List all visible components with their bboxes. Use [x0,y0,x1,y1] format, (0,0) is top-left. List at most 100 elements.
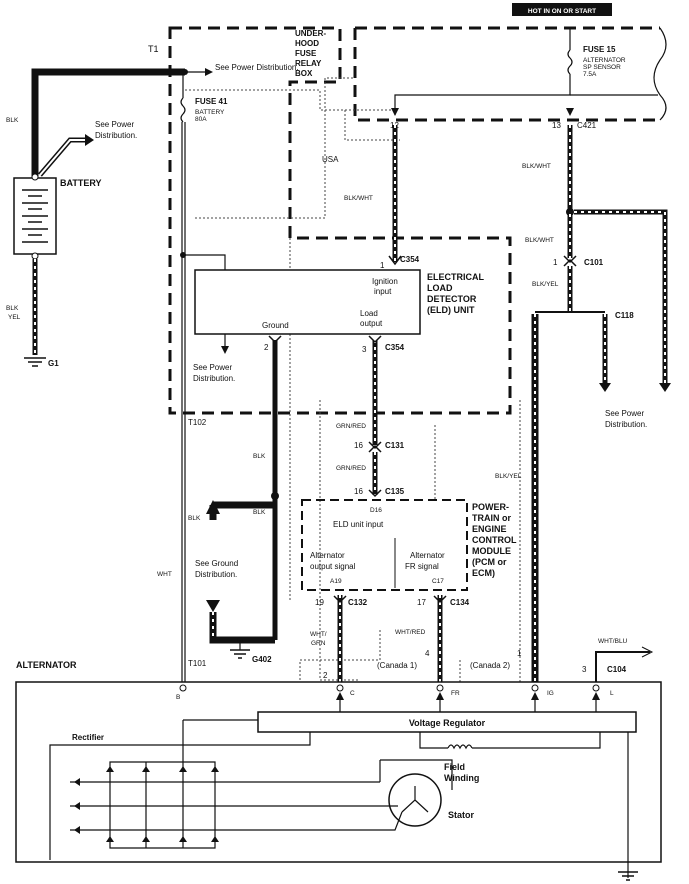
svg-text:BOX: BOX [295,69,313,78]
svg-text:C134: C134 [450,598,470,607]
svg-text:Ground: Ground [262,321,289,330]
svg-text:Ignition: Ignition [372,277,398,286]
svg-text:80A: 80A [195,116,207,123]
hot-label: HOT IN ON OR START [528,8,596,15]
svg-text:FUSE 41: FUSE 41 [195,97,228,106]
svg-text:BLK/WHT: BLK/WHT [344,195,373,202]
svg-text:BLK: BLK [6,117,19,124]
svg-text:1: 1 [553,258,558,267]
svg-text:SP SENSOR: SP SENSOR [583,64,621,71]
svg-text:POWER-: POWER- [472,502,509,512]
svg-text:D16: D16 [370,507,382,514]
svg-text:GRN/RED: GRN/RED [336,465,366,472]
svg-text:See Power Distribution.: See Power Distribution. [215,63,299,72]
svg-text:C101: C101 [584,258,604,267]
ground-g402-icon [230,649,250,659]
svg-text:WHT/: WHT/ [310,631,327,638]
svg-text:C421: C421 [577,121,597,130]
svg-text:FR signal: FR signal [405,562,439,571]
svg-text:BLK/WHT: BLK/WHT [522,163,551,170]
svg-text:See Ground: See Ground [195,559,238,568]
svg-text:19: 19 [315,598,324,607]
svg-text:FUSE: FUSE [295,49,317,58]
svg-text:DETECTOR: DETECTOR [427,294,477,304]
svg-text:Distribution.: Distribution. [605,420,647,429]
svg-text:C132: C132 [348,598,368,607]
svg-text:C131: C131 [385,441,405,450]
field-coil-icon [447,744,473,750]
svg-text:16: 16 [354,441,363,450]
svg-text:See Power: See Power [193,363,232,372]
svg-text:WHT/RED: WHT/RED [395,629,426,636]
svg-text:(ELD) UNIT: (ELD) UNIT [427,305,475,315]
svg-text:input: input [374,287,392,296]
svg-text:FR: FR [451,690,460,697]
svg-text:1: 1 [380,261,385,270]
svg-text:Field: Field [444,762,465,772]
svg-text:BLK: BLK [253,509,266,516]
svg-text:IG: IG [547,690,554,697]
pcm-box [301,499,468,591]
svg-text:Load: Load [360,309,378,318]
svg-text:C354: C354 [400,255,420,264]
svg-text:See Power: See Power [605,409,644,418]
fuse15-icon [567,49,573,75]
svg-text:G1: G1 [48,359,59,368]
svg-text:BLK/WHT: BLK/WHT [525,237,554,244]
svg-text:1: 1 [517,649,522,658]
svg-text:2: 2 [264,343,269,352]
svg-text:C118: C118 [615,311,634,320]
svg-text:LOAD: LOAD [427,283,453,293]
svg-text:G402: G402 [252,655,272,664]
fuse15-box-border [353,26,660,122]
svg-text:ELECTRICAL: ELECTRICAL [427,272,484,282]
svg-text:Rectifier: Rectifier [72,733,104,742]
svg-text:C17: C17 [432,578,444,585]
svg-text:CONTROL: CONTROL [472,535,517,545]
svg-text:output signal: output signal [310,562,356,571]
svg-text:ENGINE: ENGINE [472,524,507,534]
svg-text:Winding: Winding [444,773,479,783]
svg-text:C104: C104 [607,665,627,674]
svg-text:See Power: See Power [95,120,134,129]
svg-text:BLK/YEL: BLK/YEL [495,473,522,480]
svg-text:A19: A19 [330,578,342,585]
ground-icon [24,357,46,367]
svg-text:7.5A: 7.5A [583,71,597,78]
svg-text:(Canada 2): (Canada 2) [470,661,510,670]
svg-text:L: L [610,690,614,697]
svg-text:ECM): ECM) [472,568,495,578]
eld-unit-box [194,269,421,335]
svg-text:BLK: BLK [253,453,266,460]
svg-text:C135: C135 [385,487,405,496]
underhood-fuse-box-border [168,26,512,415]
svg-text:T1: T1 [148,44,159,54]
svg-text:3: 3 [582,665,587,674]
svg-text:ELD unit input: ELD unit input [333,520,384,529]
svg-text:YEL: YEL [8,314,21,321]
svg-text:WHT: WHT [157,571,172,578]
svg-text:B: B [176,694,180,701]
svg-text:Distribution.: Distribution. [95,131,137,140]
rectifier-bridge [70,720,380,849]
svg-text:Alternator: Alternator [310,551,345,560]
svg-text:T102: T102 [188,418,207,427]
hot-label-box [512,3,612,16]
svg-text:MODULE: MODULE [472,546,511,556]
fuse15-box-break [653,27,667,121]
svg-text:2: 2 [323,671,328,680]
svg-text:WHT/BLU: WHT/BLU [598,638,628,645]
svg-text:13: 13 [552,121,561,130]
svg-text:RELAY: RELAY [295,59,322,68]
svg-text:output: output [360,319,383,328]
svg-text:3: 3 [362,345,367,354]
svg-text:T101: T101 [188,659,207,668]
svg-text:BLK/YEL: BLK/YEL [532,281,559,288]
svg-text:TRAIN or: TRAIN or [472,513,511,523]
svg-text:Alternator: Alternator [410,551,445,560]
svg-text:Stator: Stator [448,810,475,820]
svg-text:(PCM or: (PCM or [472,557,507,567]
svg-text:BATTERY: BATTERY [60,178,102,188]
fuse41-icon [180,97,186,123]
svg-text:C: C [350,690,355,697]
